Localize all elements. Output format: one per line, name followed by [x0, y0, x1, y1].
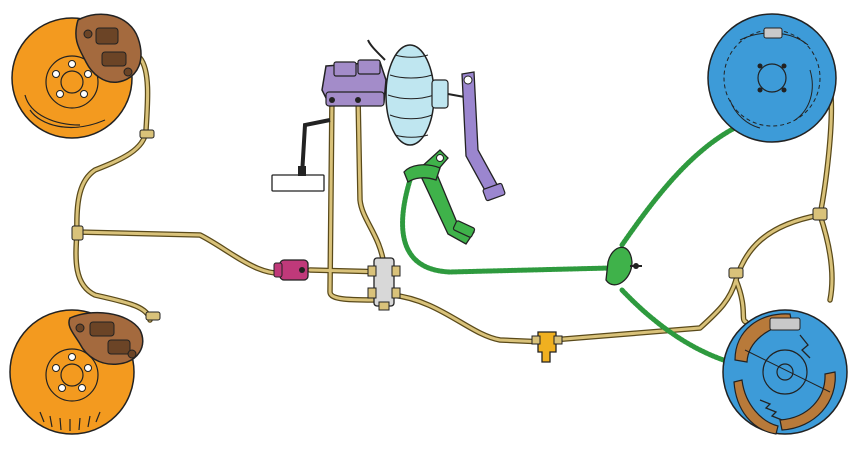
parking-cable-equalizer [606, 247, 642, 285]
parking-cable-rear-left [622, 120, 752, 245]
brake-line-master-rear [358, 95, 384, 265]
fitting-front-tee [72, 226, 83, 240]
rear-junction-block [532, 332, 562, 362]
parking-brake-pedal [404, 150, 475, 244]
rear-right-drum-brake [723, 310, 847, 434]
brake-line-block-to-rear [392, 295, 545, 342]
master-cylinder [322, 60, 386, 106]
front-right-disc-brake [10, 310, 143, 434]
rear-left-drum-brake [708, 14, 836, 142]
fitting-front-right-hose [146, 312, 160, 320]
proportioning-valve [274, 260, 308, 280]
brake-pedal [462, 72, 505, 201]
mounting-bracket [272, 120, 330, 191]
brake-line-rear-crossover [736, 215, 820, 280]
fitting-rear-left [813, 208, 827, 220]
front-left-disc-brake [12, 14, 141, 138]
fitting-rear-tee [729, 268, 743, 278]
fitting-front-left-hose [140, 130, 154, 138]
